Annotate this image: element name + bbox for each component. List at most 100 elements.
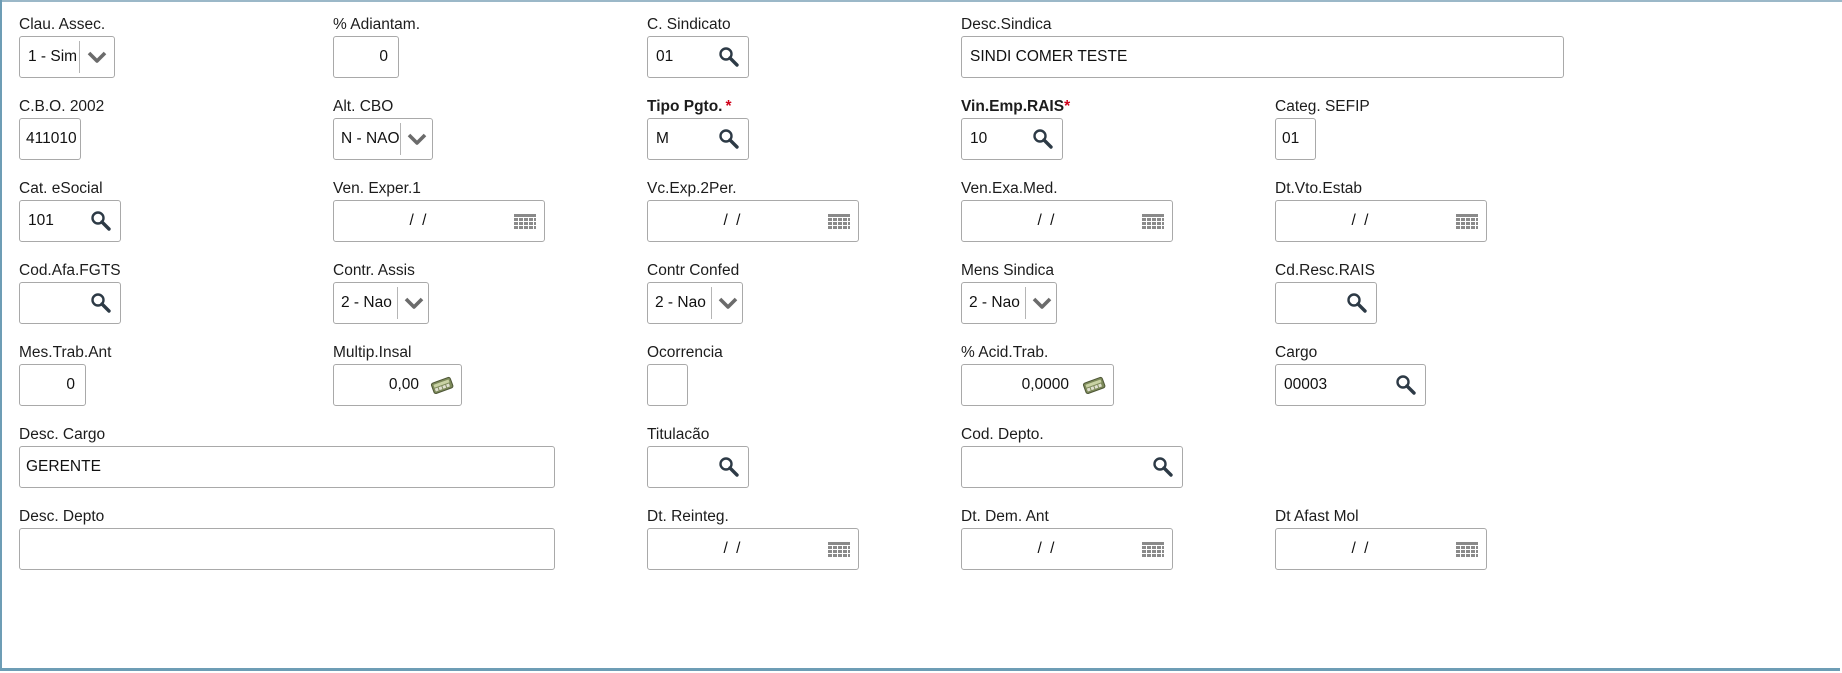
mes-trab-ant-input[interactable]: 0 (19, 364, 86, 406)
chevron-down-icon[interactable] (1029, 291, 1055, 315)
adiantam-label: % Adiantam. (333, 16, 421, 33)
dt-afast-mol-value: / / (1351, 540, 1371, 557)
ocorrencia-label: Ocorrencia (647, 344, 723, 361)
calendar-icon[interactable] (826, 537, 852, 561)
dt-dem-ant-value: / / (1037, 540, 1057, 557)
field-cargo: Cargo 00003 (1275, 344, 1435, 406)
search-icon[interactable] (716, 127, 742, 151)
c-sindicato-input[interactable]: 01 (647, 36, 749, 78)
categ-sefip-label: Categ. SEFIP (1275, 98, 1370, 115)
cat-esocial-input[interactable]: 101 (19, 200, 121, 242)
field-contr-assis: Contr. Assis 2 - Nao (333, 262, 453, 324)
calendar-icon[interactable] (1140, 537, 1166, 561)
search-icon[interactable] (88, 291, 114, 315)
desc-depto-input[interactable] (19, 528, 555, 570)
ven-exa-med-label: Ven.Exa.Med. (961, 180, 1058, 197)
cargo-input[interactable]: 00003 (1275, 364, 1426, 406)
field-titulacao: Titulacão (647, 426, 767, 488)
field-desc-depto: Desc. Depto (19, 508, 564, 570)
field-vin-emp-rais: Vin.Emp.RAIS* 10 (961, 98, 1081, 160)
dt-reinteg-value: / / (723, 540, 743, 557)
calendar-icon[interactable] (1454, 537, 1480, 561)
cargo-label: Cargo (1275, 344, 1318, 361)
field-cod-afa-fgts: Cod.Afa.FGTS (19, 262, 139, 324)
mens-sindica-value: 2 - Nao (969, 294, 1020, 311)
cbo-2002-input[interactable]: 411010 (19, 118, 81, 160)
categ-sefip-input[interactable]: 01 (1275, 118, 1316, 160)
cod-afa-fgts-label: Cod.Afa.FGTS (19, 262, 121, 279)
chevron-down-icon[interactable] (401, 291, 427, 315)
vin-emp-rais-input[interactable]: 10 (961, 118, 1063, 160)
search-icon[interactable] (1393, 373, 1419, 397)
calendar-icon[interactable] (512, 209, 538, 233)
acid-trab-label: % Acid.Trab. (961, 344, 1049, 361)
dt-dem-ant-input[interactable]: / / (961, 528, 1173, 570)
desc-sindica-input[interactable]: SINDI COMER TESTE (961, 36, 1564, 78)
chevron-down-icon[interactable] (84, 45, 110, 69)
tipo-pgto-input[interactable]: M (647, 118, 749, 160)
select-divider (79, 41, 80, 73)
search-icon[interactable] (716, 45, 742, 69)
field-desc-cargo: Desc. Cargo GERENTE (19, 426, 564, 488)
calculator-icon[interactable] (1081, 373, 1107, 397)
contr-confed-label: Contr Confed (647, 262, 740, 279)
dt-reinteg-label: Dt. Reinteg. (647, 508, 729, 525)
desc-sindica-label: Desc.Sindica (961, 16, 1052, 33)
desc-depto-label: Desc. Depto (19, 508, 105, 525)
ven-exa-med-value: / / (1037, 212, 1057, 229)
search-icon[interactable] (1030, 127, 1056, 151)
contr-confed-value: 2 - Nao (655, 294, 706, 311)
search-icon[interactable] (1150, 455, 1176, 479)
contr-confed-select[interactable]: 2 - Nao (647, 282, 743, 324)
contr-assis-select[interactable]: 2 - Nao (333, 282, 429, 324)
cd-resc-rais-input[interactable] (1275, 282, 1377, 324)
multip-insal-input[interactable]: 0,00 (333, 364, 462, 406)
ven-exper1-input[interactable]: / / (333, 200, 545, 242)
cod-afa-fgts-input[interactable] (19, 282, 121, 324)
field-tipo-pgto: Tipo Pgto.* M (647, 98, 767, 160)
vc-exp-2per-input[interactable]: / / (647, 200, 859, 242)
c-sindicato-label: C. Sindicato (647, 16, 731, 33)
acid-trab-input[interactable]: 0,0000 (961, 364, 1114, 406)
dt-afast-mol-input[interactable]: / / (1275, 528, 1487, 570)
cod-depto-input[interactable] (961, 446, 1183, 488)
calendar-icon[interactable] (1454, 209, 1480, 233)
desc-cargo-input[interactable]: GERENTE (19, 446, 555, 488)
field-clau-assec: Clau. Assec. 1 - Sim (19, 16, 119, 78)
field-dt-dem-ant: Dt. Dem. Ant / / (961, 508, 1181, 570)
ocorrencia-input[interactable] (647, 364, 688, 406)
adiantam-input[interactable]: 0 (333, 36, 399, 78)
search-icon[interactable] (1344, 291, 1370, 315)
c-sindicato-value: 01 (656, 48, 674, 65)
alt-cbo-select[interactable]: N - NAO (333, 118, 433, 160)
calculator-icon[interactable] (429, 373, 455, 397)
search-icon[interactable] (716, 455, 742, 479)
chevron-down-icon[interactable] (715, 291, 741, 315)
required-marker: * (725, 98, 732, 115)
mens-sindica-select[interactable]: 2 - Nao (961, 282, 1057, 324)
adiantam-value: 0 (379, 48, 388, 65)
vin-emp-rais-label: Vin.Emp.RAIS* (961, 98, 1071, 115)
ven-exa-med-input[interactable]: / / (961, 200, 1173, 242)
vc-exp-2per-label: Vc.Exp.2Per. (647, 180, 737, 197)
titulacao-input[interactable] (647, 446, 749, 488)
field-ven-exper1: Ven. Exper.1 / / (333, 180, 553, 242)
dt-reinteg-input[interactable]: / / (647, 528, 859, 570)
clau-assec-select[interactable]: 1 - Sim (19, 36, 115, 78)
calendar-icon[interactable] (1140, 209, 1166, 233)
field-alt-cbo: Alt. CBO N - NAO (333, 98, 453, 160)
field-contr-confed: Contr Confed 2 - Nao (647, 262, 767, 324)
tipo-pgto-value: M (656, 130, 669, 147)
field-vc-exp-2per: Vc.Exp.2Per. / / (647, 180, 867, 242)
tipo-pgto-label: Tipo Pgto.* (647, 98, 732, 115)
chevron-down-icon[interactable] (404, 127, 430, 151)
field-cat-esocial: Cat. eSocial 101 (19, 180, 139, 242)
titulacao-label: Titulacão (647, 426, 710, 443)
calendar-icon[interactable] (826, 209, 852, 233)
acid-trab-value: 0,0000 (1021, 376, 1069, 393)
dt-vto-estab-input[interactable]: / / (1275, 200, 1487, 242)
vc-exp-2per-value: / / (723, 212, 743, 229)
search-icon[interactable] (88, 209, 114, 233)
alt-cbo-value: N - NAO (341, 130, 400, 147)
